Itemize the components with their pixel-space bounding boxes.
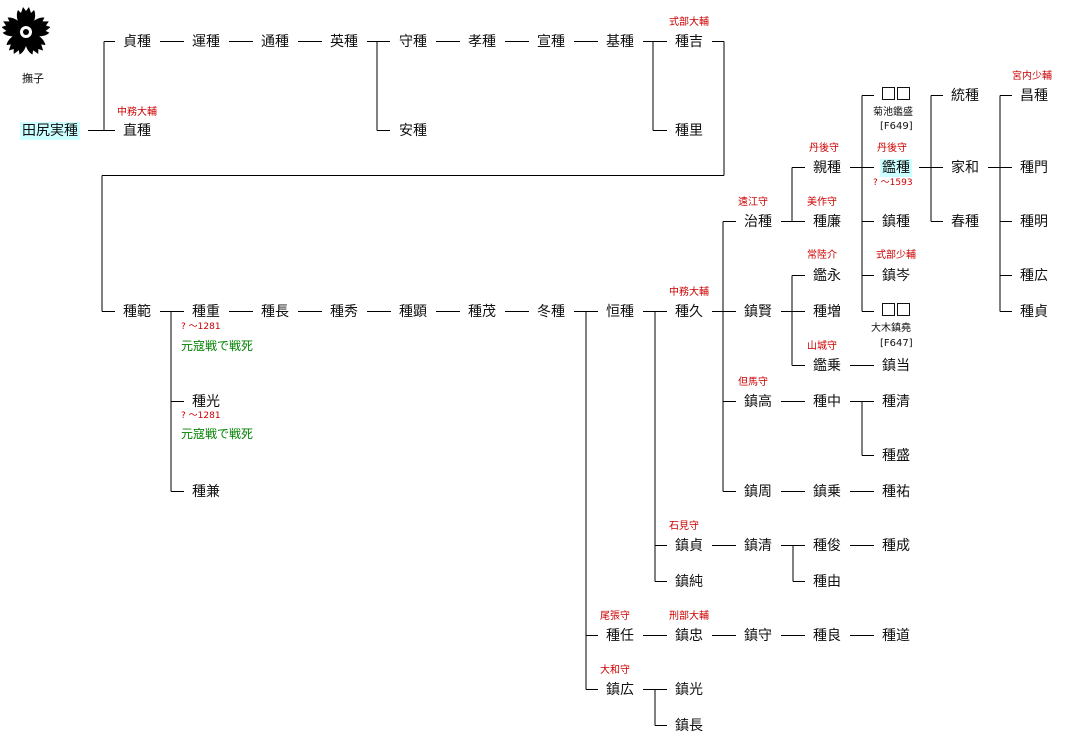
person-shigetane: 鎮種 bbox=[882, 214, 910, 230]
person-michitane: 通種 bbox=[261, 34, 289, 50]
person-tanetoshi: 種俊 bbox=[813, 538, 841, 554]
person-tanenari: 種成 bbox=[882, 538, 910, 554]
person-tanehisa: 種久 bbox=[675, 304, 703, 320]
person-takatane: 孝種 bbox=[468, 34, 496, 50]
person-tanenaga: 種長 bbox=[261, 304, 289, 320]
person-akinaga: 鑑永 bbox=[813, 268, 841, 284]
person-tsunetane: 恒種 bbox=[606, 304, 634, 320]
person-fuyutane: 冬種 bbox=[537, 304, 565, 320]
person-shigenori: 鎮乗 bbox=[813, 484, 841, 500]
person-harutane2: 春種 bbox=[951, 214, 979, 230]
person-taneaki2: 種明 bbox=[1020, 214, 1048, 230]
person-masatane: 昌種 bbox=[1020, 88, 1048, 104]
person-shigemori: 鎮守 bbox=[744, 628, 772, 644]
person-taneyasu: 種廉 bbox=[813, 214, 841, 230]
unknown-char-icon bbox=[882, 87, 895, 100]
person-anstane: 安種 bbox=[399, 123, 427, 139]
person-sanetane: 田尻実種 bbox=[20, 122, 80, 140]
person-taneyoshi: 種吉 bbox=[675, 34, 703, 50]
person-tanekiyo: 種清 bbox=[882, 394, 910, 410]
person-akitane: 鑑種 bbox=[880, 159, 912, 177]
person-tanesada: 種貞 bbox=[1020, 304, 1048, 320]
title-taneyasu: 美作守 bbox=[807, 197, 837, 208]
person-tanemasu: 種増 bbox=[813, 304, 841, 320]
title-shigetada: 刑部大輔 bbox=[669, 611, 709, 622]
date-taneshige: ? ～1281 bbox=[181, 322, 221, 332]
title-shigesada: 石見守 bbox=[669, 521, 699, 532]
person-taneaki: 種顕 bbox=[399, 304, 427, 320]
person-shigemitsu: 鎮光 bbox=[675, 682, 703, 698]
date-tanemitsu: ? ～1281 bbox=[181, 411, 221, 421]
person-tanemitsu: 種光 bbox=[192, 394, 220, 410]
person-taneyoshi2: 種由 bbox=[813, 574, 841, 590]
note-tanemitsu: 元寇戦で戦死 bbox=[181, 427, 254, 441]
title-tanehisa: 中務大輔 bbox=[669, 287, 709, 298]
person-tanemochi: 種茂 bbox=[468, 304, 496, 320]
person-tanekane: 種兼 bbox=[192, 484, 220, 500]
unknown-char-icon bbox=[897, 303, 910, 316]
person-nobutane: 宣種 bbox=[537, 34, 565, 50]
title-chikatane: 丹後守 bbox=[809, 143, 839, 154]
person-mototane: 基種 bbox=[606, 34, 634, 50]
code-f649: [F649] bbox=[880, 121, 913, 132]
person-kikuchi-akimori: 菊池鑑盛 bbox=[873, 107, 913, 118]
date-akitane: ? ～1593 bbox=[873, 178, 913, 188]
person-hidetane: 英種 bbox=[330, 34, 358, 50]
person-tanehiro: 種広 bbox=[1020, 268, 1048, 284]
person-naotane: 直種 bbox=[123, 123, 151, 139]
nadeshiko-crest-icon bbox=[2, 7, 50, 55]
title-shigemine: 式部少輔 bbox=[876, 250, 916, 261]
person-tanemori: 種盛 bbox=[882, 448, 910, 464]
person-tanetou: 種任 bbox=[606, 628, 634, 644]
unknown-name-squares bbox=[881, 86, 911, 104]
unknown-char-icon bbox=[882, 303, 895, 316]
unknown-char-icon bbox=[897, 87, 910, 100]
unknown-name-squares-2 bbox=[881, 302, 911, 320]
person-shigetaka: 鎮高 bbox=[744, 394, 772, 410]
person-tanenori: 種範 bbox=[123, 304, 151, 320]
title-akinori: 山城守 bbox=[807, 341, 837, 352]
title-akitane: 丹後守 bbox=[877, 143, 907, 154]
person-shigemasa: 鎮当 bbox=[882, 358, 910, 374]
person-tanekado: 種門 bbox=[1020, 160, 1048, 176]
person-taneyoshi3: 種良 bbox=[813, 628, 841, 644]
person-shigenaga: 鎮長 bbox=[675, 718, 703, 734]
crest-label: 撫子 bbox=[22, 72, 44, 85]
title-naotane: 中務大輔 bbox=[117, 107, 157, 118]
person-taneshige: 種重 bbox=[192, 304, 220, 320]
title-harutane: 遠江守 bbox=[738, 197, 768, 208]
person-oki-shigetaka: 大木鎮堯 bbox=[871, 323, 911, 334]
person-shigesada: 鎮貞 bbox=[675, 538, 703, 554]
person-tanenaka: 種中 bbox=[813, 394, 841, 410]
person-tanemichi: 種道 bbox=[882, 628, 910, 644]
person-shigehiro: 鎮広 bbox=[606, 682, 634, 698]
person-tanesuke: 種祐 bbox=[882, 484, 910, 500]
person-shigekiyo: 鎮清 bbox=[744, 538, 772, 554]
person-shigekata: 鎮賢 bbox=[744, 304, 772, 320]
person-munetane: 統種 bbox=[951, 88, 979, 104]
person-iekazu: 家和 bbox=[951, 160, 979, 176]
person-shigemine: 鎮岑 bbox=[882, 268, 910, 284]
person-sadatane: 貞種 bbox=[123, 34, 151, 50]
person-tanehide: 種秀 bbox=[330, 304, 358, 320]
person-akinori: 鑑乗 bbox=[813, 358, 841, 374]
person-shigezumi: 鎮純 bbox=[675, 574, 703, 590]
note-taneshige: 元寇戦で戦死 bbox=[181, 339, 254, 353]
title-shigetaka: 但馬守 bbox=[738, 377, 768, 388]
person-moritane: 守種 bbox=[399, 34, 427, 50]
person-shigechika: 鎮周 bbox=[744, 484, 772, 500]
title-tanetou: 尾張守 bbox=[600, 611, 630, 622]
title-akinaga: 常陸介 bbox=[807, 250, 837, 261]
code-f647: [F647] bbox=[880, 338, 913, 349]
person-chikatane: 親種 bbox=[813, 160, 841, 176]
person-tanesato: 種里 bbox=[675, 123, 703, 139]
person-shigetada: 鎮忠 bbox=[675, 628, 703, 644]
title-taneyoshi: 式部大輔 bbox=[669, 17, 709, 28]
title-shigehiro: 大和守 bbox=[600, 665, 630, 676]
person-harutane: 治種 bbox=[744, 214, 772, 230]
person-untane: 運種 bbox=[192, 34, 220, 50]
title-masatane: 宮内少輔 bbox=[1012, 71, 1052, 82]
